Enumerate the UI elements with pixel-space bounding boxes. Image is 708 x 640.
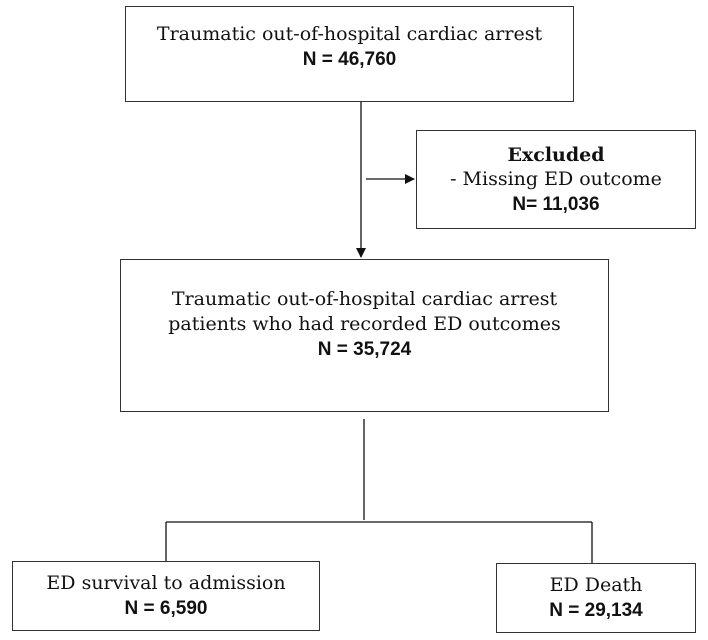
excluded-count: N= 11,036 [512,193,600,215]
ed-survival-box: ED survival to admission N = 6,590 [12,561,320,631]
excluded-title: Excluded [507,143,605,166]
recorded-outcomes-box: Traumatic out-of-hospital cardiac arrest… [120,259,609,412]
total-arrests-box: Traumatic out-of-hospital cardiac arrest… [125,6,574,102]
ed-death-label: ED Death [549,574,643,596]
recorded-outcomes-label-line2: patients who had recorded ED outcomes [168,313,561,335]
total-arrests-label: Traumatic out-of-hospital cardiac arrest [156,23,543,45]
excluded-box: Excluded - Missing ED outcome N= 11,036 [416,130,696,229]
ed-death-box: ED Death N = 29,134 [496,563,696,633]
ed-death-count: N = 29,134 [549,600,643,621]
ed-survival-count: N = 6,590 [124,598,208,619]
recorded-outcomes-count: N = 35,724 [317,339,412,360]
excluded-reason: - Missing ED outcome [450,167,662,190]
ed-survival-label: ED survival to admission [46,572,286,594]
total-arrests-count: N = 46,760 [302,49,397,70]
recorded-outcomes-label-line1: Traumatic out-of-hospital cardiac arrest [171,288,558,310]
